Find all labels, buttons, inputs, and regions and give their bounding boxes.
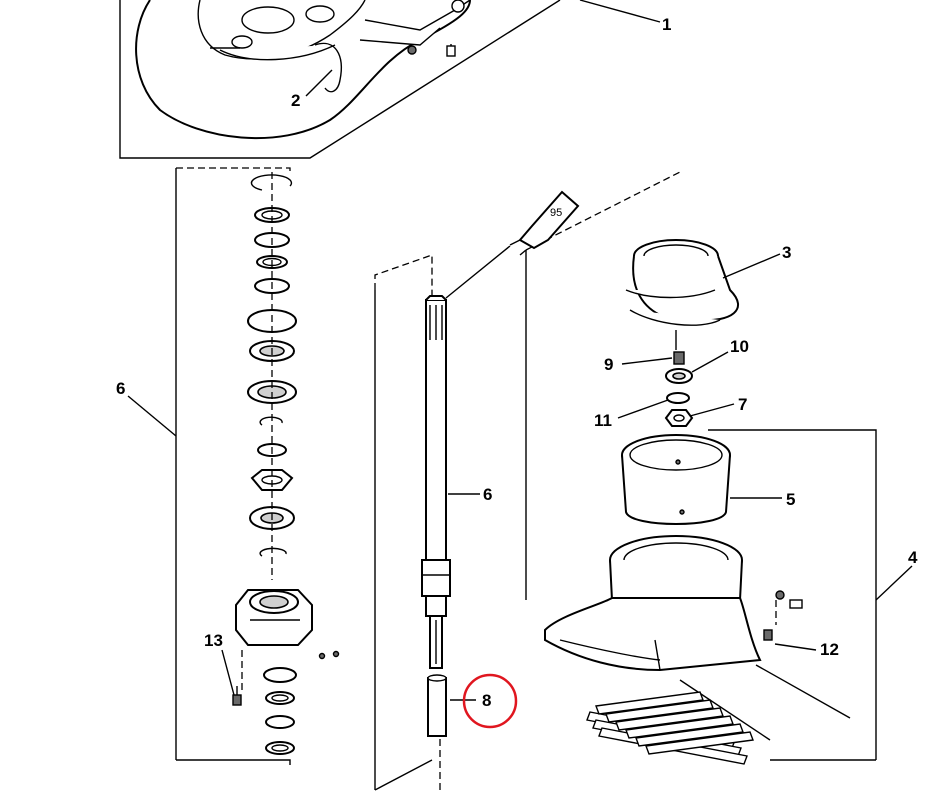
callout-6-stack: 6 — [116, 379, 125, 398]
grease-tube: 95 — [445, 190, 580, 299]
callout-6-shaft: 6 — [483, 485, 492, 504]
nozzle-housing — [544, 429, 877, 765]
drive-shaft — [374, 171, 681, 791]
callout-13: 13 — [204, 631, 223, 650]
wear-ring — [621, 434, 731, 525]
small-parts-9-10-11-7 — [664, 351, 694, 427]
tube-label: 95 — [550, 207, 562, 219]
pump-housing-assembly — [119, 0, 561, 159]
callout-9: 9 — [604, 355, 613, 374]
callout-12: 12 — [820, 640, 839, 659]
callout-11: 11 — [594, 411, 612, 430]
callout-5: 5 — [786, 490, 795, 509]
callout-1: 1 — [662, 15, 671, 34]
grille — [586, 691, 754, 765]
callout-3: 3 — [782, 243, 791, 262]
callout-labels: 1 2 3 4 5 6 6 7 8 9 10 11 12 13 — [116, 15, 918, 710]
callout-8: 8 — [482, 691, 491, 710]
callout-7: 7 — [738, 395, 747, 414]
leader-lines — [127, 0, 913, 701]
highlight-circle — [462, 673, 518, 729]
callout-10: 10 — [730, 337, 749, 356]
callout-4: 4 — [908, 548, 918, 567]
impeller — [625, 239, 740, 350]
seal-bearing-stack — [175, 167, 340, 765]
callout-2: 2 — [291, 91, 300, 110]
